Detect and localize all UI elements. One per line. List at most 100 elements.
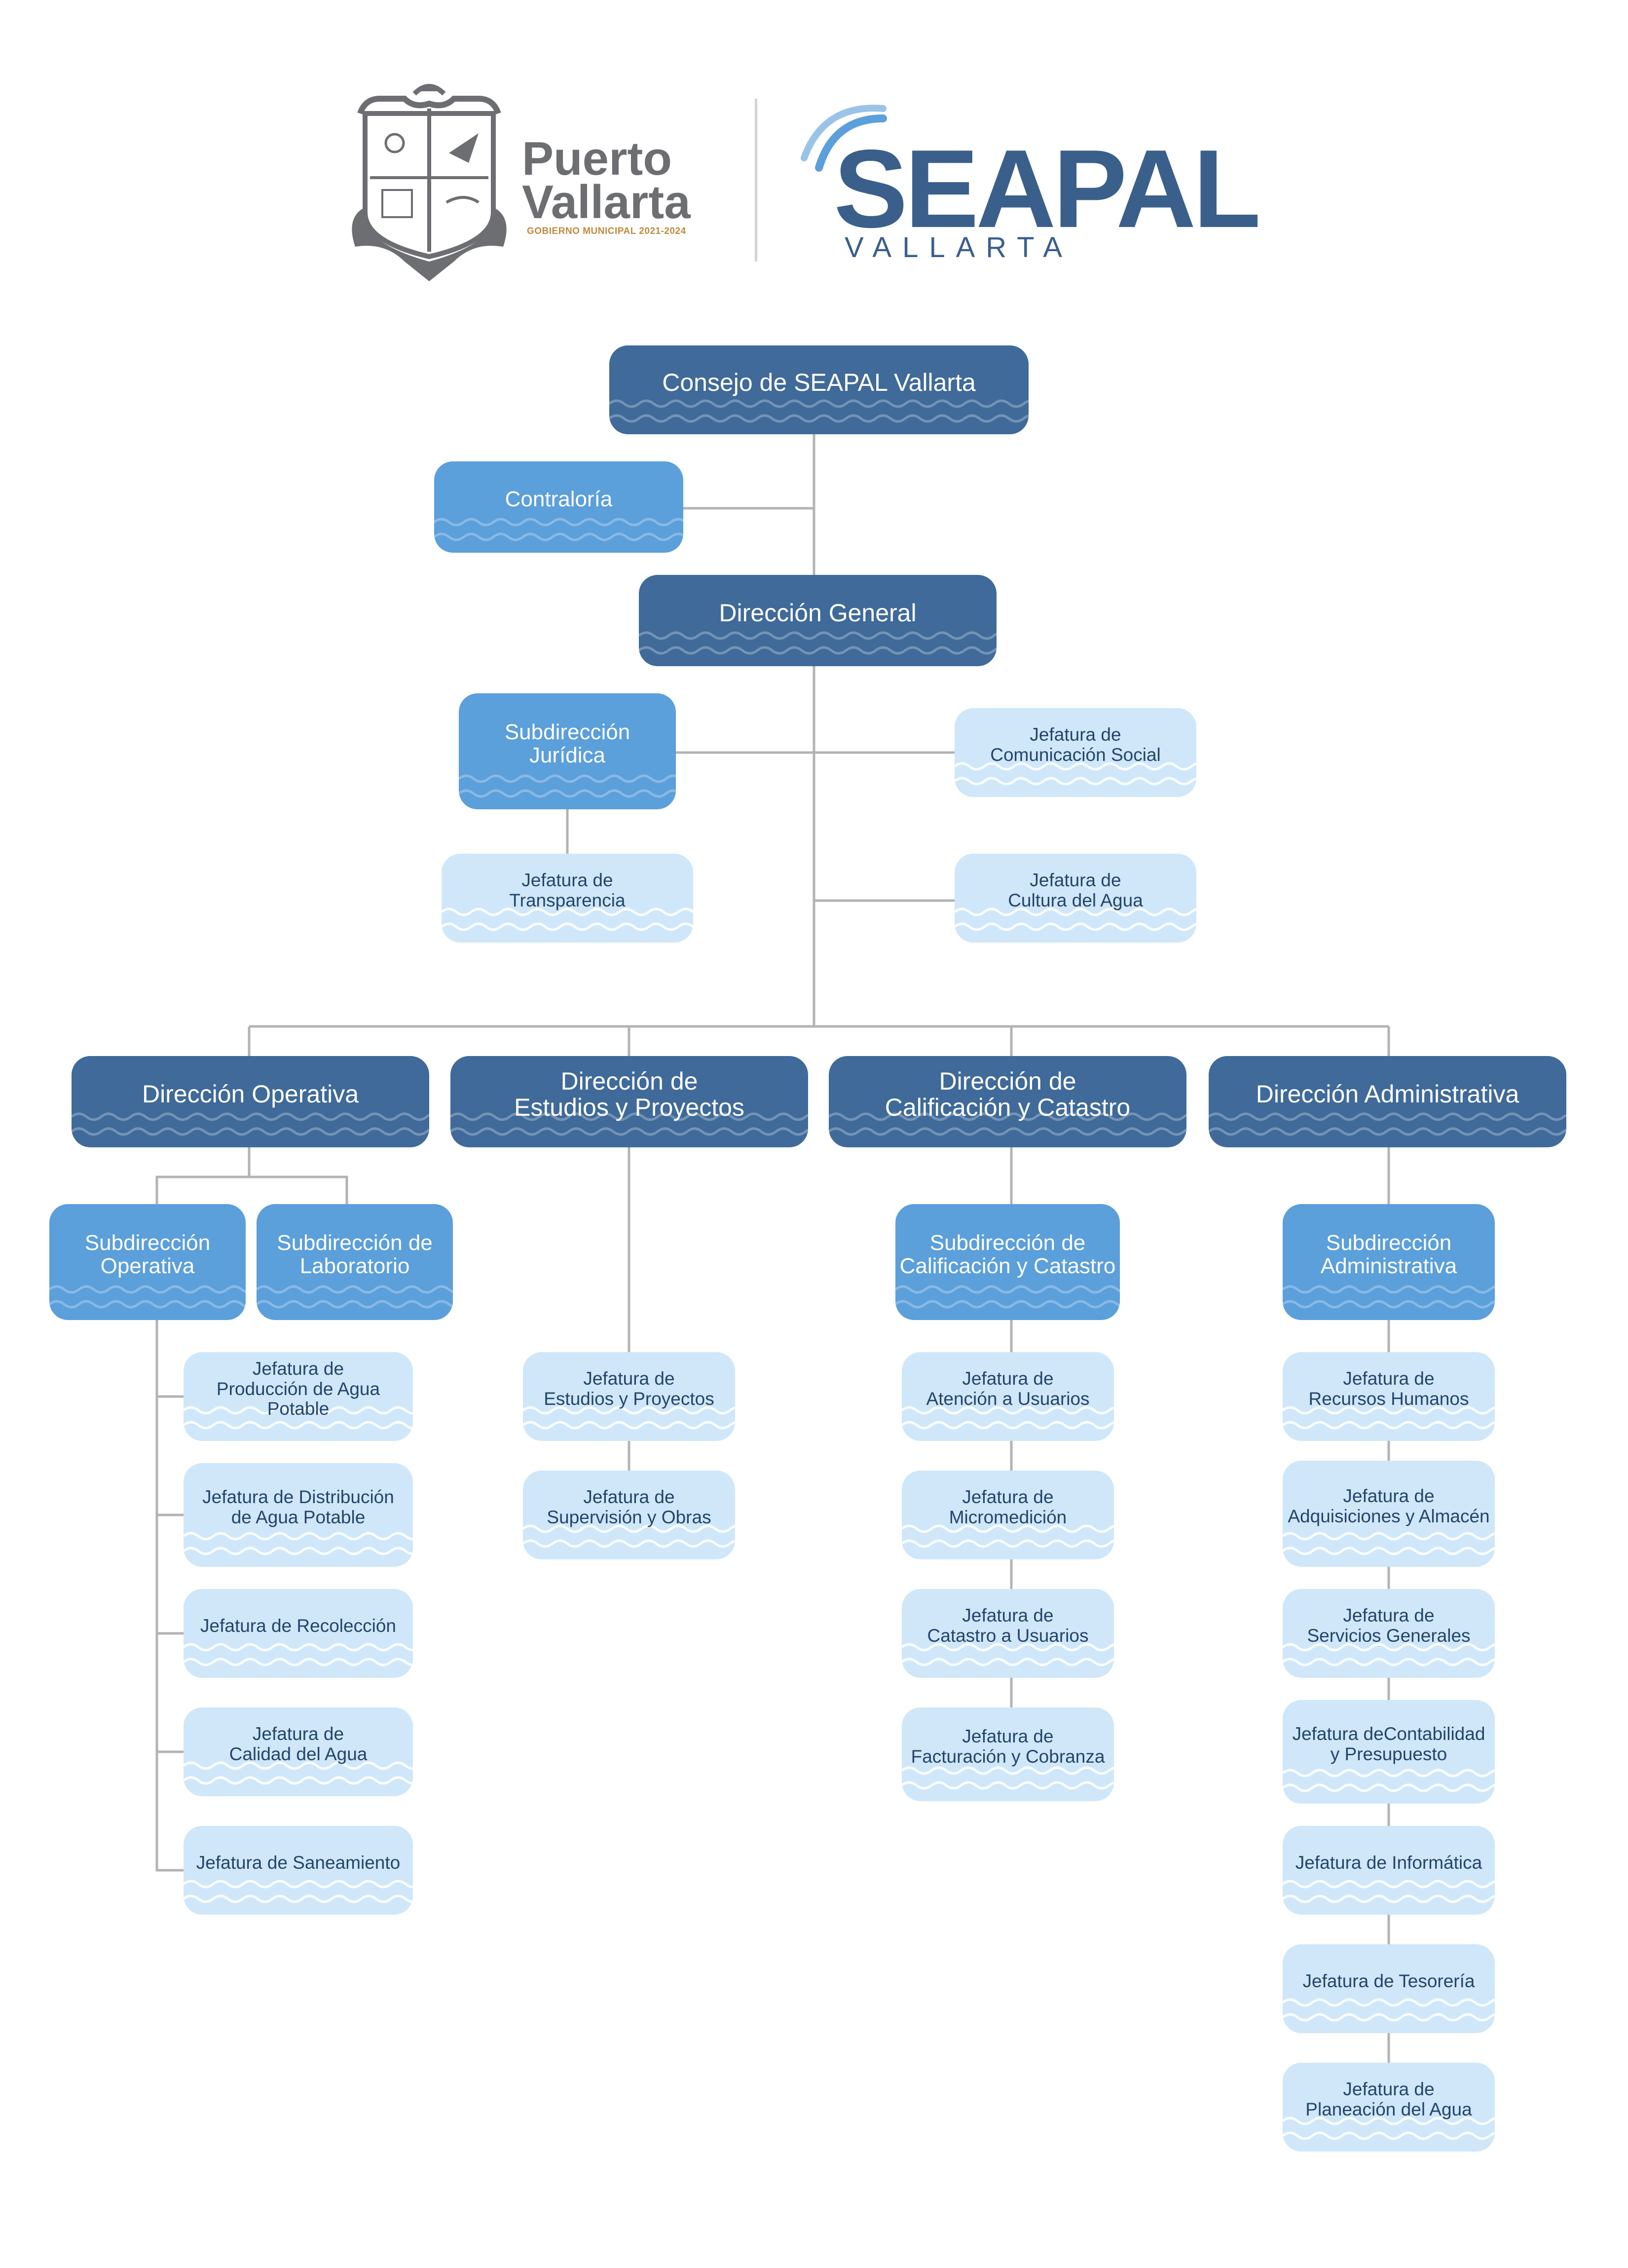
node-label: Jefatura de Facturación y Cobranza (911, 1726, 1105, 1767)
node-label: Contraloría (505, 487, 613, 512)
node-label: Subdirección Administrativa (1320, 1231, 1457, 1278)
node-jefatura-adquisiciones: Jefatura de Adquisiciones y Almacén (1283, 1461, 1495, 1567)
node-jefatura-contabilidad: Jefatura deContabilidad y Presupuesto (1283, 1700, 1495, 1804)
wave-decoration (450, 1112, 808, 1136)
logo-divider (755, 99, 757, 262)
wave-decoration (1209, 1112, 1566, 1136)
node-label: Dirección de Estudios y Proyectos (514, 1067, 744, 1121)
node-label: Dirección Administrativa (1256, 1080, 1519, 1108)
node-jefatura-catastro: Jefatura de Catastro a Usuarios (902, 1589, 1114, 1678)
node-jefatura-cultura: Jefatura de Cultura del Agua (955, 854, 1196, 943)
wave-decoration (184, 1761, 413, 1785)
node-subdireccion-laboratorio: Subdirección de Laboratorio (257, 1204, 453, 1320)
node-direccion-administrativa: Dirección Administrativa (1209, 1056, 1566, 1147)
node-subdireccion-operativa: Subdirección Operativa (49, 1204, 246, 1320)
node-label: Subdirección de Calificación y Catastro (899, 1231, 1116, 1278)
wave-decoration (442, 907, 693, 931)
seapal-swoosh-icon (801, 105, 887, 172)
wave-decoration (639, 631, 997, 655)
node-label: Dirección General (719, 599, 917, 627)
node-direccion-operativa: Dirección Operativa (72, 1056, 429, 1147)
node-label: Jefatura deContabilidad y Presupuesto (1292, 1724, 1485, 1764)
node-jefatura-servicios: Jefatura de Servicios Generales (1283, 1589, 1495, 1678)
node-jefatura-micromedicion: Jefatura de Micromedición (902, 1471, 1114, 1559)
wave-decoration (523, 1524, 735, 1548)
wave-decoration (1283, 1406, 1495, 1430)
node-jefatura-recoleccion: Jefatura de Recolección (184, 1589, 413, 1678)
wave-decoration (895, 1285, 1120, 1309)
puerto-vallarta-subtitle: GOBIERNO MUNICIPAL 2021-2024 (527, 226, 686, 236)
node-jefatura-distribucion: Jefatura de Distribución de Agua Potable (184, 1463, 413, 1567)
wave-decoration (184, 1532, 413, 1555)
node-label: Jefatura de Estudios y Proyectos (544, 1368, 714, 1409)
wave-decoration (49, 1285, 246, 1309)
wave-decoration (1283, 1998, 1495, 2022)
node-subdireccion-administrativa: Subdirección Administrativa (1283, 1204, 1495, 1320)
node-label: Jefatura de Cultura del Agua (1008, 870, 1143, 910)
wave-decoration (1283, 1285, 1495, 1309)
puerto-vallarta-shield-logo (352, 84, 507, 281)
node-label: Jefatura de Transparencia (509, 870, 626, 910)
wave-decoration (1283, 1880, 1495, 1903)
puerto-vallarta-title: Puerto Vallarta (522, 132, 691, 229)
node-jefatura-informatica: Jefatura de Informática (1283, 1826, 1495, 1915)
node-jefatura-comunicacion: Jefatura de Comunicación Social (955, 708, 1196, 797)
wave-decoration (902, 1524, 1114, 1548)
wave-decoration (523, 1406, 735, 1430)
node-jefatura-tesoreria: Jefatura de Tesorería (1283, 1944, 1495, 2033)
node-label: Consejo de SEAPAL Vallarta (662, 368, 976, 396)
wave-decoration (955, 907, 1196, 931)
wave-decoration (72, 1112, 429, 1136)
wave-decoration (955, 762, 1196, 786)
node-label: Jefatura de Calidad del Agua (229, 1724, 368, 1764)
wave-decoration (609, 399, 1029, 423)
node-jefatura-transparencia: Jefatura de Transparencia (442, 854, 693, 943)
node-label: Jefatura de Servicios Generales (1307, 1605, 1471, 1646)
node-jefatura-saneamiento: Jefatura de Saneamiento (184, 1826, 413, 1915)
wave-decoration (257, 1285, 453, 1309)
wave-decoration (434, 518, 683, 541)
node-label: Subdirección de Laboratorio (277, 1231, 433, 1278)
seapal-logo-title: SEAPAL (834, 126, 1261, 251)
wave-decoration (902, 1766, 1114, 1790)
node-jefatura-produccion: Jefatura de Producción de Agua Potable (184, 1352, 413, 1441)
wave-decoration (184, 1880, 413, 1903)
node-jefatura-recursos-humanos: Jefatura de Recursos Humanos (1283, 1352, 1495, 1441)
node-jefatura-calidad: Jefatura de Calidad del Agua (184, 1707, 413, 1796)
node-label: Jefatura de Tesorería (1302, 1970, 1475, 1991)
node-jefatura-supervision: Jefatura de Supervisión y Obras (523, 1471, 735, 1559)
node-label: Jefatura de Planeación del Agua (1305, 2079, 1472, 2119)
node-label: Jefatura de Supervisión y Obras (547, 1487, 711, 1527)
node-label: Jefatura de Informática (1295, 1852, 1482, 1873)
wave-decoration (902, 1643, 1114, 1666)
wave-decoration (1283, 2117, 1495, 2140)
node-jefatura-planeacion: Jefatura de Planeación del Agua (1283, 2063, 1495, 2152)
node-label: Jefatura de Atención a Usuarios (926, 1368, 1090, 1409)
node-label: Subdirección Operativa (84, 1231, 211, 1278)
node-label: Jefatura de Comunicación Social (990, 724, 1161, 765)
wave-decoration (1283, 1532, 1495, 1555)
node-label: Jefatura de Saneamiento (196, 1852, 401, 1873)
node-label: Jefatura de Recolección (200, 1615, 396, 1636)
node-label: Jefatura de Distribución de Agua Potable (202, 1487, 394, 1527)
node-direccion-estudios: Dirección de Estudios y Proyectos (450, 1056, 808, 1147)
wave-decoration (184, 1643, 413, 1666)
node-subdireccion-juridica: Subdirección Jurídica (459, 693, 676, 809)
node-consejo: Consejo de SEAPAL Vallarta (609, 345, 1029, 434)
node-jefatura-facturacion: Jefatura de Facturación y Cobranza (902, 1707, 1114, 1801)
node-direccion-calificacion: Dirección de Calificación y Catastro (829, 1056, 1186, 1147)
node-direccion-general: Dirección General (639, 575, 997, 666)
node-label: Dirección Operativa (142, 1080, 359, 1108)
wave-decoration (1283, 1769, 1495, 1792)
node-label: Jefatura de Micromedición (949, 1487, 1067, 1527)
node-label: Jefatura de Adquisiciones y Almacén (1288, 1485, 1490, 1526)
wave-decoration (184, 1406, 413, 1430)
node-contraloria: Contraloría (434, 461, 683, 553)
seapal-logo-subtitle: VALLARTA (845, 231, 1073, 264)
wave-decoration (829, 1112, 1186, 1136)
node-label: Jefatura de Producción de Agua Potable (216, 1358, 380, 1419)
node-label: Jefatura de Recursos Humanos (1308, 1368, 1469, 1409)
node-label: Jefatura de Catastro a Usuarios (927, 1605, 1089, 1646)
node-subdireccion-calificacion: Subdirección de Calificación y Catastro (895, 1204, 1120, 1320)
wave-decoration (459, 774, 676, 798)
